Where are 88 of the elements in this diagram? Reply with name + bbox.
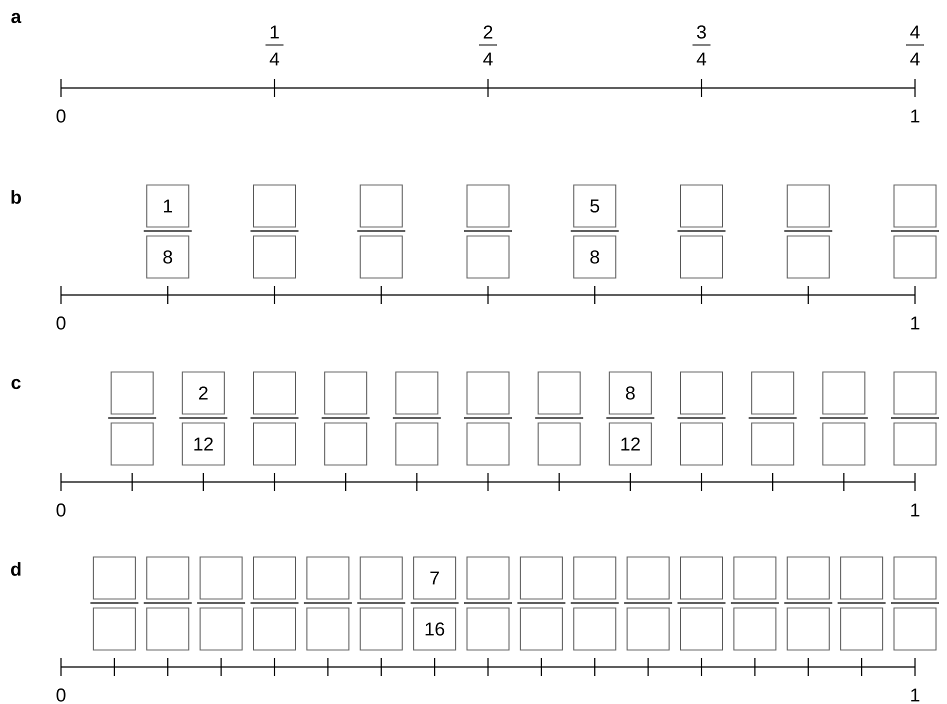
answer-box	[893, 184, 937, 228]
answer-box	[680, 422, 724, 466]
answer-box: 8	[146, 235, 190, 279]
answer-box: 12	[182, 422, 225, 466]
answer-box	[92, 556, 136, 600]
answer-box	[573, 607, 616, 651]
fraction: 4 4	[906, 26, 924, 66]
answer-box	[466, 607, 510, 651]
answer-box	[573, 556, 616, 600]
answer-box	[466, 371, 510, 415]
answer-box	[538, 422, 581, 466]
answer-box	[466, 235, 510, 279]
answer-box	[733, 607, 776, 651]
answer-box	[200, 607, 243, 651]
answer-box	[360, 607, 403, 651]
answer-box	[252, 371, 296, 415]
answer-box	[200, 556, 243, 600]
answer-box: 2	[182, 371, 225, 415]
answer-box	[822, 371, 866, 415]
answer-box	[395, 371, 438, 415]
answer-box: 1	[146, 184, 190, 228]
answer-box	[893, 235, 937, 279]
answer-box	[252, 556, 296, 600]
answer-box	[786, 184, 830, 228]
tick-label: 1	[911, 688, 920, 702]
answer-box	[324, 371, 368, 415]
answer-box	[893, 607, 937, 651]
answer-box	[893, 371, 937, 415]
answer-box	[252, 235, 296, 279]
answer-box	[110, 422, 154, 466]
answer-box	[306, 607, 350, 651]
tick-label: 0	[56, 316, 66, 330]
answer-box	[466, 422, 510, 466]
answer-box	[92, 607, 136, 651]
fraction: 2 4	[479, 25, 497, 66]
answer-box: 8	[573, 235, 616, 279]
answer-box	[252, 184, 296, 228]
answer-box	[786, 607, 830, 651]
answer-box	[751, 422, 794, 466]
answer-box	[146, 556, 190, 600]
answer-box	[110, 371, 154, 415]
row-letter: b	[12, 190, 21, 204]
answer-box	[680, 235, 724, 279]
answer-box	[680, 371, 724, 415]
answer-box	[252, 422, 296, 466]
answer-box	[538, 371, 581, 415]
answer-box	[520, 607, 563, 651]
fraction: 3 4	[692, 25, 710, 66]
answer-box	[840, 556, 884, 600]
answer-box	[395, 422, 438, 466]
answer-box	[626, 556, 670, 600]
answer-box	[360, 184, 403, 228]
row-letter: a	[11, 12, 22, 24]
answer-box	[146, 607, 190, 651]
answer-box	[840, 607, 884, 651]
answer-box	[360, 556, 403, 600]
answer-box	[751, 371, 794, 415]
answer-box	[680, 184, 724, 228]
answer-box: 12	[608, 422, 652, 466]
answer-box	[466, 556, 510, 600]
answer-box	[626, 607, 670, 651]
answer-box	[822, 422, 866, 466]
answer-box	[680, 556, 724, 600]
tick-label: 0	[56, 503, 66, 517]
answer-box	[520, 556, 563, 600]
answer-box	[893, 556, 937, 600]
answer-box	[733, 556, 776, 600]
answer-box	[306, 556, 350, 600]
answer-box	[466, 184, 510, 228]
answer-box: 8	[608, 371, 652, 415]
answer-box	[786, 556, 830, 600]
tick-label: 0	[56, 688, 66, 702]
answer-box	[680, 607, 724, 651]
answer-box	[893, 422, 937, 466]
answer-box	[252, 607, 296, 651]
answer-box	[786, 235, 830, 279]
fraction: 1 4	[266, 26, 284, 66]
answer-box: 5	[573, 184, 616, 228]
answer-box: 7	[413, 556, 456, 600]
tick-label: 1	[911, 110, 920, 122]
tick-label: 0	[56, 109, 66, 123]
row-letter: d	[11, 562, 20, 576]
tick-label: 1	[911, 316, 920, 330]
answer-box: 16	[413, 607, 456, 651]
row-letter: c	[12, 378, 21, 390]
tick-label: 1	[911, 504, 920, 516]
answer-box	[324, 422, 368, 466]
answer-box	[360, 235, 403, 279]
